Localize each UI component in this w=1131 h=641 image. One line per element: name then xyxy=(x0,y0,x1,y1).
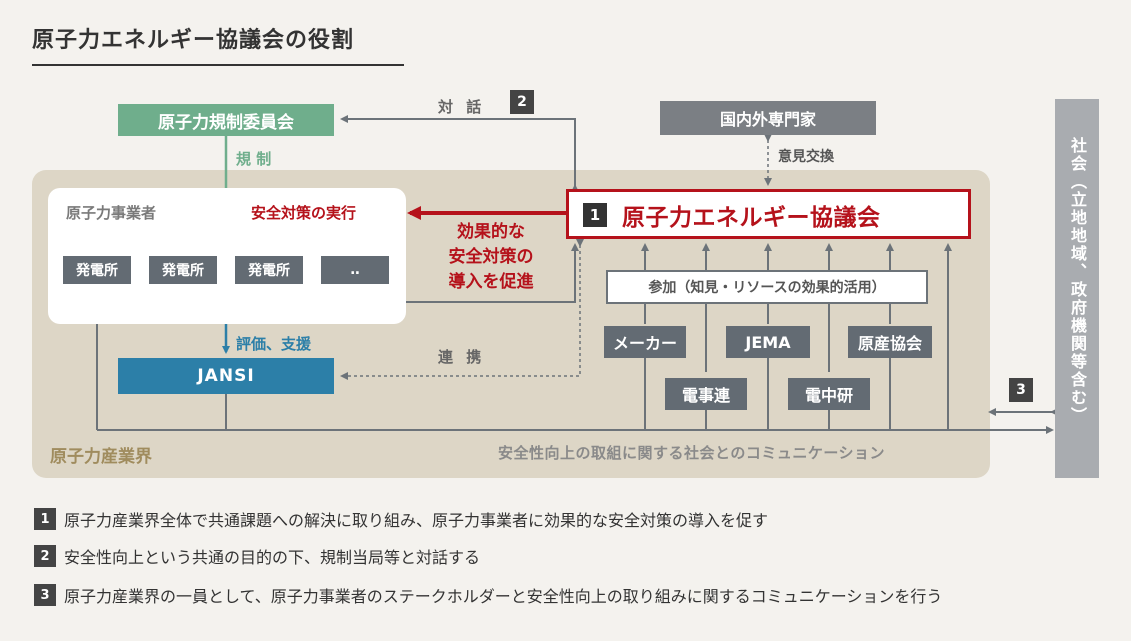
regulation-label: 規 制 xyxy=(236,150,272,168)
power-plant-2: 発電所 xyxy=(149,256,217,284)
cooperation-label: 連 携 xyxy=(438,348,486,366)
title-underline xyxy=(32,64,404,66)
society-number-badge: 3 xyxy=(1009,378,1033,402)
page-title: 原子力エネルギー協議会の役割 xyxy=(32,28,355,53)
legend-number-badge: 3 xyxy=(34,584,56,606)
org-jema: JEMA xyxy=(726,326,810,358)
promote-line-2: 安全対策の xyxy=(448,247,534,267)
legend-number-badge: 2 xyxy=(34,545,56,567)
org-criepi: 電中研 xyxy=(788,378,870,410)
power-plant-1: 発電所 xyxy=(63,256,131,284)
promote-line-3: 導入を促進 xyxy=(448,272,534,292)
dialogue-label: 対 話 xyxy=(438,98,486,116)
legend-item-2: 2 安全性向上という共通の目的の下、規制当局等と対話する xyxy=(34,544,480,568)
legend-item-1: 1 原子力産業界全体で共通課題への解決に取り組み、原子力事業者に効果的な安全対策… xyxy=(34,507,768,531)
evaluation-support-label: 評価、支援 xyxy=(236,335,312,353)
jane-label: 原子力エネルギー協議会 xyxy=(622,205,881,231)
promote-text: 効果的な 安全対策の 導入を促進 xyxy=(410,220,572,295)
org-fepc: 電事連 xyxy=(665,378,747,410)
jane-number-badge: 1 xyxy=(583,203,607,227)
cooperation-arrow xyxy=(340,239,584,380)
dialogue-number-badge: 2 xyxy=(510,90,534,114)
opinion-exchange-label: 意見交換 xyxy=(778,149,834,165)
dialogue-arrow xyxy=(340,115,579,192)
jane-box xyxy=(566,189,971,239)
legend-number-badge: 1 xyxy=(34,508,56,530)
communication-label: 安全性向上の取組に関する社会とのコミュニケーション xyxy=(498,444,886,462)
power-plant-more: ‥ xyxy=(321,256,389,284)
jansi-box: JANSI xyxy=(118,358,334,394)
org-makers: メーカー xyxy=(604,326,686,358)
nra-box: 原子力規制委員会 xyxy=(118,104,334,136)
power-plant-3: 発電所 xyxy=(235,256,303,284)
legend-item-3: 3 原子力産業界の一員として、原子力事業者のステークホルダーと安全性向上の取り組… xyxy=(34,583,942,607)
org-jaif: 原産協会 xyxy=(848,326,932,358)
legend-text: 原子力産業界全体で共通課題への解決に取り組み、原子力事業者に効果的な安全対策の導… xyxy=(64,511,769,530)
promote-line-1: 効果的な xyxy=(457,222,525,242)
legend-text: 原子力産業界の一員として、原子力事業者のステークホルダーと安全性向上の取り組みに… xyxy=(64,587,943,606)
experts-box: 国内外専門家 xyxy=(660,101,876,135)
operators-label: 原子力事業者 xyxy=(66,204,157,222)
legend-text: 安全性向上という共通の目的の下、規制当局等と対話する xyxy=(64,548,481,567)
implementation-label: 安全対策の実行 xyxy=(251,204,357,222)
participation-box: 参加（知見・リソースの効果的活用） xyxy=(606,270,928,304)
industry-label: 原子力産業界 xyxy=(50,447,152,467)
society-box: 社会（立地地域、政府機関等含む） xyxy=(1055,99,1099,478)
